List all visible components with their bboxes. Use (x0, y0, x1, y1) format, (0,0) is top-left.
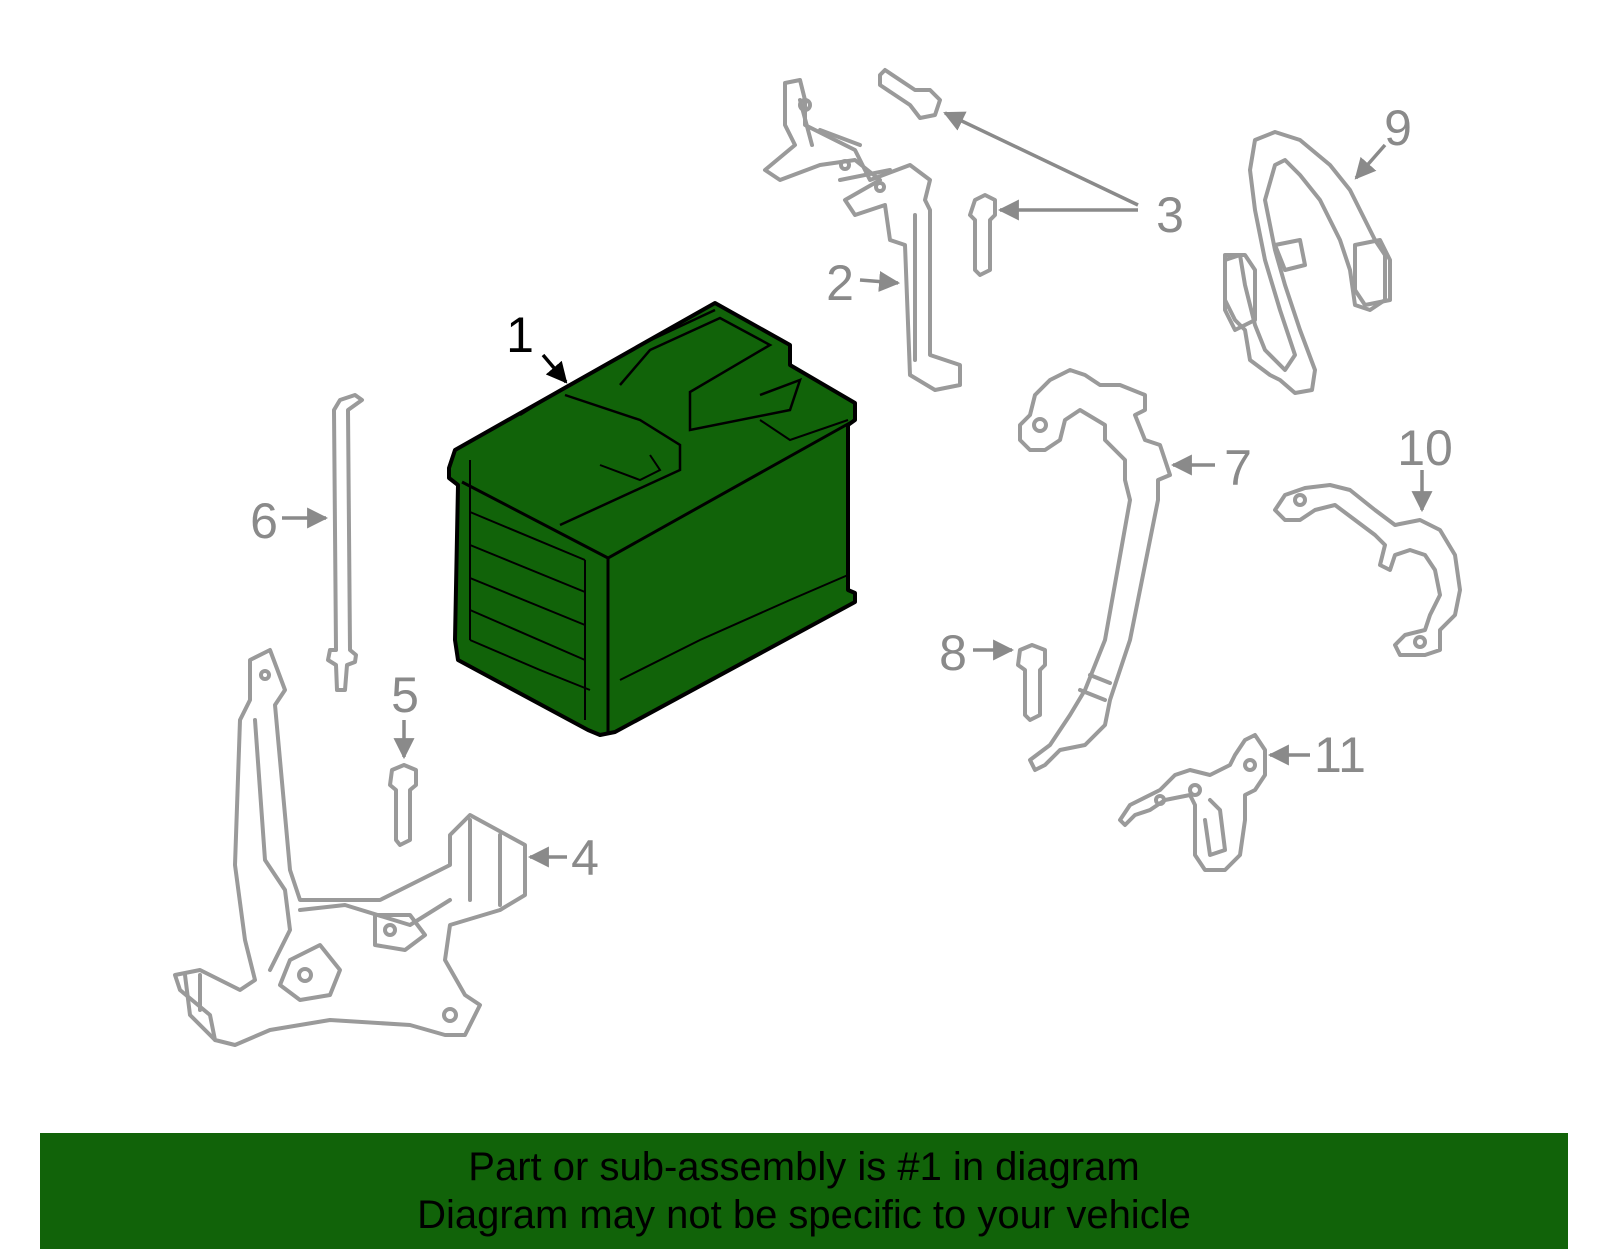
ground-strap-part-11[interactable] (1118, 733, 1267, 872)
leader-lines (282, 111, 1433, 868)
battery-tray-part[interactable] (173, 648, 527, 1047)
parts-diagram: 1 2 3 4 5 6 7 8 9 10 11 (173, 68, 1462, 1047)
hold-down-bracket-part[interactable] (763, 78, 962, 392)
callout-5: 5 (391, 667, 419, 723)
banner-line-2: Diagram may not be specific to your vehi… (417, 1193, 1191, 1237)
banner-line-1: Part or sub-assembly is #1 in diagram (468, 1145, 1140, 1189)
leader-3a (943, 111, 1139, 207)
bolt-part-5[interactable] (388, 763, 418, 847)
callout-1: 1 (506, 307, 534, 363)
callout-7: 7 (1224, 440, 1252, 496)
leader-1 (541, 353, 568, 384)
battery-part[interactable] (447, 301, 857, 737)
bolt-part-3a[interactable] (878, 68, 942, 120)
hold-down-rod-part[interactable] (326, 393, 364, 692)
callout-2: 2 (826, 255, 854, 311)
wiring-harness-part-9[interactable] (1223, 130, 1392, 395)
callout-labels: 1 2 3 4 5 6 7 8 9 10 11 (250, 100, 1453, 886)
info-banner: Part or sub-assembly is #1 in diagram Di… (40, 1133, 1568, 1249)
battery-cable-part-7[interactable] (1018, 368, 1172, 772)
leader-2 (859, 271, 901, 292)
callout-4: 4 (571, 830, 599, 886)
callout-8: 8 (939, 625, 967, 681)
leader-9 (1354, 143, 1387, 180)
bolt-part-3b[interactable] (968, 193, 997, 277)
bolt-part-8[interactable] (1016, 643, 1047, 722)
callout-10: 10 (1397, 420, 1453, 476)
callout-3: 3 (1156, 187, 1184, 243)
callout-6: 6 (250, 493, 278, 549)
callout-11: 11 (1314, 727, 1366, 783)
ground-cable-part-10[interactable] (1273, 483, 1462, 657)
callout-9: 9 (1384, 100, 1412, 156)
